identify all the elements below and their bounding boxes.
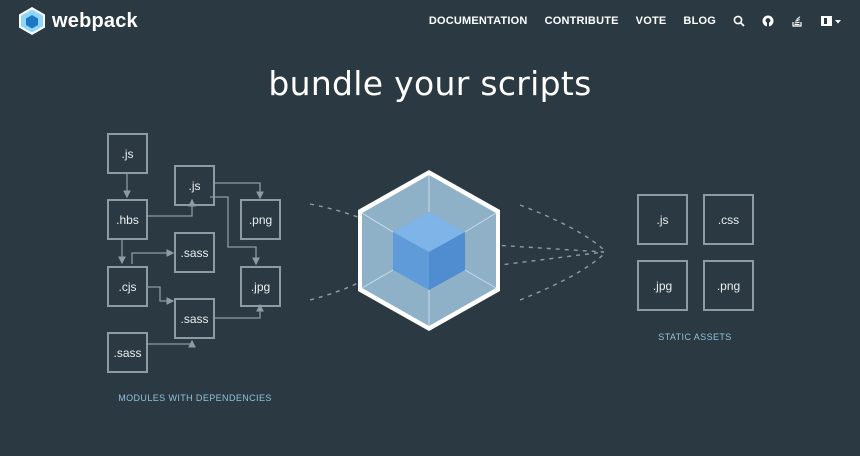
asset-box: .css (703, 194, 754, 245)
connector-cjs-sass (131, 249, 175, 264)
search-icon[interactable] (733, 15, 745, 27)
connector-sass-sass (148, 339, 196, 348)
module-box: .sass (174, 298, 215, 339)
modules-caption: MODULES WITH DEPENDENCIES (118, 393, 272, 403)
flow-out-4 (519, 253, 605, 301)
connector-js-jpg (210, 196, 260, 266)
connector-js-png (214, 182, 264, 200)
flow-out-2 (519, 204, 605, 251)
webpack-logo[interactable]: webpack (18, 6, 138, 36)
module-box: .hbs (107, 199, 148, 240)
module-box: .sass (107, 332, 148, 373)
flow-in-bottom (309, 281, 361, 301)
asset-box: .js (637, 194, 688, 245)
nav-vote[interactable]: VOTE (635, 15, 667, 27)
brand-name: webpack (52, 9, 138, 32)
flow-in-top (309, 203, 361, 219)
webpack-cube-icon (19, 7, 45, 35)
assets-caption: STATIC ASSETS (658, 332, 732, 342)
module-box: .png (240, 199, 281, 240)
connector-sass-jpg (213, 303, 264, 319)
connector-cjs-sass-mid (148, 286, 175, 305)
module-box: .js (107, 133, 148, 174)
asset-box: .jpg (637, 260, 688, 311)
nav-blog[interactable]: BLOG (683, 15, 716, 27)
module-box: .jpg (240, 266, 281, 307)
module-box: .js (174, 165, 215, 206)
navbar: webpack DOCUMENTATION CONTRIBUTE VOTE BL… (0, 0, 860, 42)
webpack-cube-icon (358, 170, 500, 331)
page-headline: bundle your scripts (268, 64, 592, 103)
flow-out-3 (459, 251, 605, 271)
module-box: .cjs (107, 266, 148, 307)
language-icon[interactable] (820, 15, 842, 27)
module-box: .sass (174, 232, 215, 273)
asset-box: .png (703, 260, 754, 311)
nav-documentation[interactable]: DOCUMENTATION (428, 15, 528, 27)
stack-overflow-icon[interactable] (791, 15, 803, 27)
github-icon[interactable] (762, 15, 774, 27)
nav-contribute[interactable]: CONTRIBUTE (544, 15, 619, 27)
nav-links: DOCUMENTATION CONTRIBUTE VOTE BLOG (412, 0, 842, 42)
